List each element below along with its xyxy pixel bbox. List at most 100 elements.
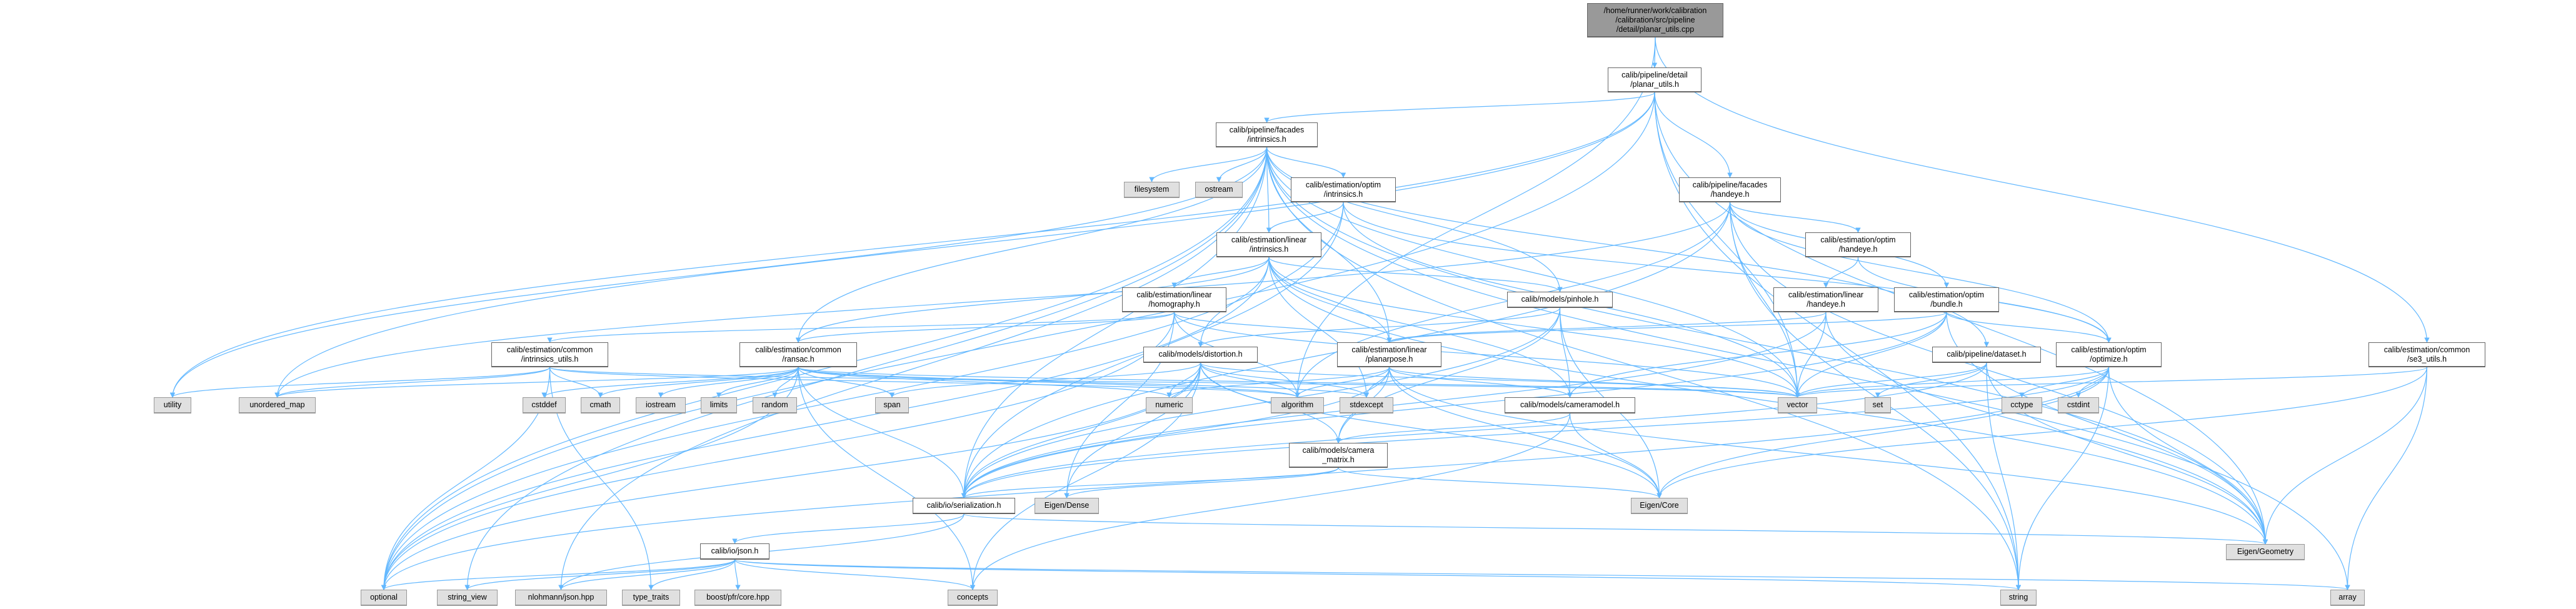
node-ransac[interactable]: calib/estimation/common /ransac.h xyxy=(739,342,857,367)
node-distortion[interactable]: calib/models/distortion.h xyxy=(1143,347,1258,363)
edge-facades_intrinsics-to-string_view xyxy=(464,147,1268,590)
edge-planarpose-to-vector xyxy=(1388,367,1800,398)
node-optim-bundle[interactable]: calib/estimation/optim /bundle.h xyxy=(1894,287,1999,312)
node-limits: limits xyxy=(701,397,737,413)
edge-intrinsics_utils-to-utility xyxy=(169,367,551,398)
edge-camera_matrix-to-eigen_dense xyxy=(1064,467,1339,498)
node-intrinsics-utils[interactable]: calib/estimation/common /intrinsics_util… xyxy=(491,342,608,367)
edge-facades_intrinsics-to-optim_intrinsics xyxy=(1266,147,1346,178)
edge-distortion-to-serialization xyxy=(961,362,1201,498)
node-camera-matrix[interactable]: calib/models/camera _matrix.h xyxy=(1289,443,1388,468)
edge-ransac-to-span xyxy=(798,367,895,398)
node-linear-handeye[interactable]: calib/estimation/linear /handeye.h xyxy=(1773,287,1878,312)
edge-cameramodel-to-eigen_core xyxy=(1569,413,1662,498)
node-planarpose[interactable]: calib/estimation/linear /planarpose.h xyxy=(1337,342,1441,367)
edge-facades_intrinsics-to-filesystem xyxy=(1149,147,1268,182)
edge-facades_handeye-to-optim_handeye xyxy=(1729,202,1861,233)
edge-cameramodel-to-concepts xyxy=(970,413,1571,590)
edge-optim_bundle-to-vector xyxy=(1795,312,1947,398)
edge-se3_utils-to-array xyxy=(2345,367,2428,590)
edge-facades_intrinsics-to-utility xyxy=(169,147,1268,398)
edge-distortion-to-stdexcept xyxy=(1200,362,1370,398)
node-linear-intrinsics[interactable]: calib/estimation/linear /intrinsics.h xyxy=(1216,232,1321,257)
edge-json_h-to-boost_pfr xyxy=(734,559,741,590)
edge-optimize-to-eigen_geometry xyxy=(2108,367,2268,545)
edge-optim_bundle-to-cameramodel xyxy=(1567,312,1947,398)
edge-facades_intrinsics-to-linear_intrinsics xyxy=(1266,147,1272,233)
node-optimize[interactable]: calib/estimation/optim /optimize.h xyxy=(2056,342,2162,367)
edge-distortion-to-algorithm xyxy=(1200,362,1300,398)
edge-linear_intrinsics-to-pinhole xyxy=(1268,257,1563,292)
edge-json_h-to-optional xyxy=(381,559,736,590)
edge-linear_intrinsics-to-homography xyxy=(1171,257,1270,288)
node-iostream: iostream xyxy=(636,397,686,413)
edge-json_h-to-nlohmann xyxy=(558,559,736,590)
edge-optimize-to-serialization xyxy=(961,367,2110,498)
edge-linear_intrinsics-to-cameramodel xyxy=(1268,257,1573,398)
node-root[interactable]: /home/runner/work/calibration /calibrati… xyxy=(1587,3,1723,37)
node-cstddef: cstddef xyxy=(523,397,566,413)
node-cameramodel[interactable]: calib/models/cameramodel.h xyxy=(1505,397,1635,413)
edge-homography-to-optional xyxy=(381,312,1175,590)
node-se3-utils[interactable]: calib/estimation/common /se3_utils.h xyxy=(2368,342,2485,367)
edge-intrinsics_utils-to-vector xyxy=(549,367,1800,398)
node-dataset[interactable]: calib/pipeline/dataset.h xyxy=(1932,347,2041,363)
edge-pinhole-to-cameramodel xyxy=(1559,307,1573,398)
edge-planar_utils_h-to-utility xyxy=(169,92,1655,398)
node-random: random xyxy=(753,397,797,413)
node-facades-intrinsics[interactable]: calib/pipeline/facades /intrinsics.h xyxy=(1216,122,1318,147)
edge-distortion-to-span xyxy=(889,362,1201,398)
edge-optim_intrinsics-to-optional xyxy=(381,202,1344,590)
node-algorithm: algorithm xyxy=(1271,397,1324,413)
edge-facades_handeye-to-optimize xyxy=(1729,202,2112,343)
edge-facades_intrinsics-to-array xyxy=(1266,147,2350,590)
edge-ransac-to-vector xyxy=(798,367,1800,398)
edge-optim_bundle-to-optimize xyxy=(1946,312,2112,343)
edge-ransac-to-numeric xyxy=(798,367,1172,398)
node-optim-handeye[interactable]: calib/estimation/optim /handeye.h xyxy=(1805,232,1911,257)
edge-dataset-to-serialization xyxy=(961,362,1987,498)
edge-optimize-to-vector xyxy=(1795,367,2110,398)
edge-planar_utils_h-to-facades_intrinsics xyxy=(1264,92,1655,123)
edge-serialization-to-eigen_geometry xyxy=(963,513,2268,545)
node-planar-utils-h[interactable]: calib/pipeline/detail /planar_utils.h xyxy=(1608,67,1701,92)
edge-json_h-to-concepts xyxy=(734,559,976,590)
edge-facades_intrinsics-to-serialization xyxy=(961,147,1268,498)
edge-distortion-to-numeric xyxy=(1166,362,1201,398)
node-optim-intrinsics[interactable]: calib/estimation/optim /intrinsics.h xyxy=(1291,177,1396,202)
edge-linear_intrinsics-to-planarpose xyxy=(1268,257,1392,343)
edge-linear_handeye-to-planarpose xyxy=(1386,312,1827,343)
edge-ransac-to-algorithm xyxy=(798,367,1300,398)
edge-planarpose-to-algorithm xyxy=(1295,367,1390,398)
edge-json_h-to-array xyxy=(734,559,2350,590)
edge-facades_intrinsics-to-eigen_geometry xyxy=(1266,147,2268,545)
edge-planar_utils_h-to-unordered_map xyxy=(274,92,1655,398)
edge-planarpose-to-eigen_core xyxy=(1388,367,1662,498)
edge-facades_handeye-to-unordered_map xyxy=(274,202,1731,398)
node-cctype: cctype xyxy=(2002,397,2042,413)
edge-json_h-to-string_view xyxy=(464,559,736,590)
edge-planar_utils_h-to-string xyxy=(1654,92,2022,590)
node-json-h[interactable]: calib/io/json.h xyxy=(700,543,769,560)
node-concepts: concepts xyxy=(948,590,998,606)
edge-ransac-to-concepts xyxy=(798,367,976,590)
edge-facades_handeye-to-eigen_geometry xyxy=(1729,202,2268,545)
node-homography[interactable]: calib/estimation/linear /homography.h xyxy=(1122,287,1226,312)
node-pinhole[interactable]: calib/models/pinhole.h xyxy=(1507,292,1613,308)
edge-json_h-to-string xyxy=(734,559,2021,590)
edge-planarpose-to-cameramodel xyxy=(1388,367,1573,398)
edge-planar_utils_h-to-optional xyxy=(381,92,1655,590)
node-type-traits: type_traits xyxy=(622,590,680,606)
node-eigen-core: Eigen/Core xyxy=(1631,498,1688,514)
edge-ransac-to-iostream xyxy=(658,367,799,398)
edge-optimize-to-eigen_core xyxy=(1656,367,2110,498)
edge-planar_utils_h-to-facades_handeye xyxy=(1654,92,1733,178)
edge-intrinsics_utils-to-algorithm xyxy=(549,367,1300,398)
edge-homography-to-planarpose xyxy=(1173,312,1392,343)
node-serialization[interactable]: calib/io/serialization.h xyxy=(913,498,1015,514)
node-facades-handeye[interactable]: calib/pipeline/facades /handeye.h xyxy=(1679,177,1781,202)
edge-se3_utils-to-vector xyxy=(1795,367,2428,398)
node-span: span xyxy=(875,397,909,413)
edge-dataset-to-string xyxy=(1986,362,2022,590)
